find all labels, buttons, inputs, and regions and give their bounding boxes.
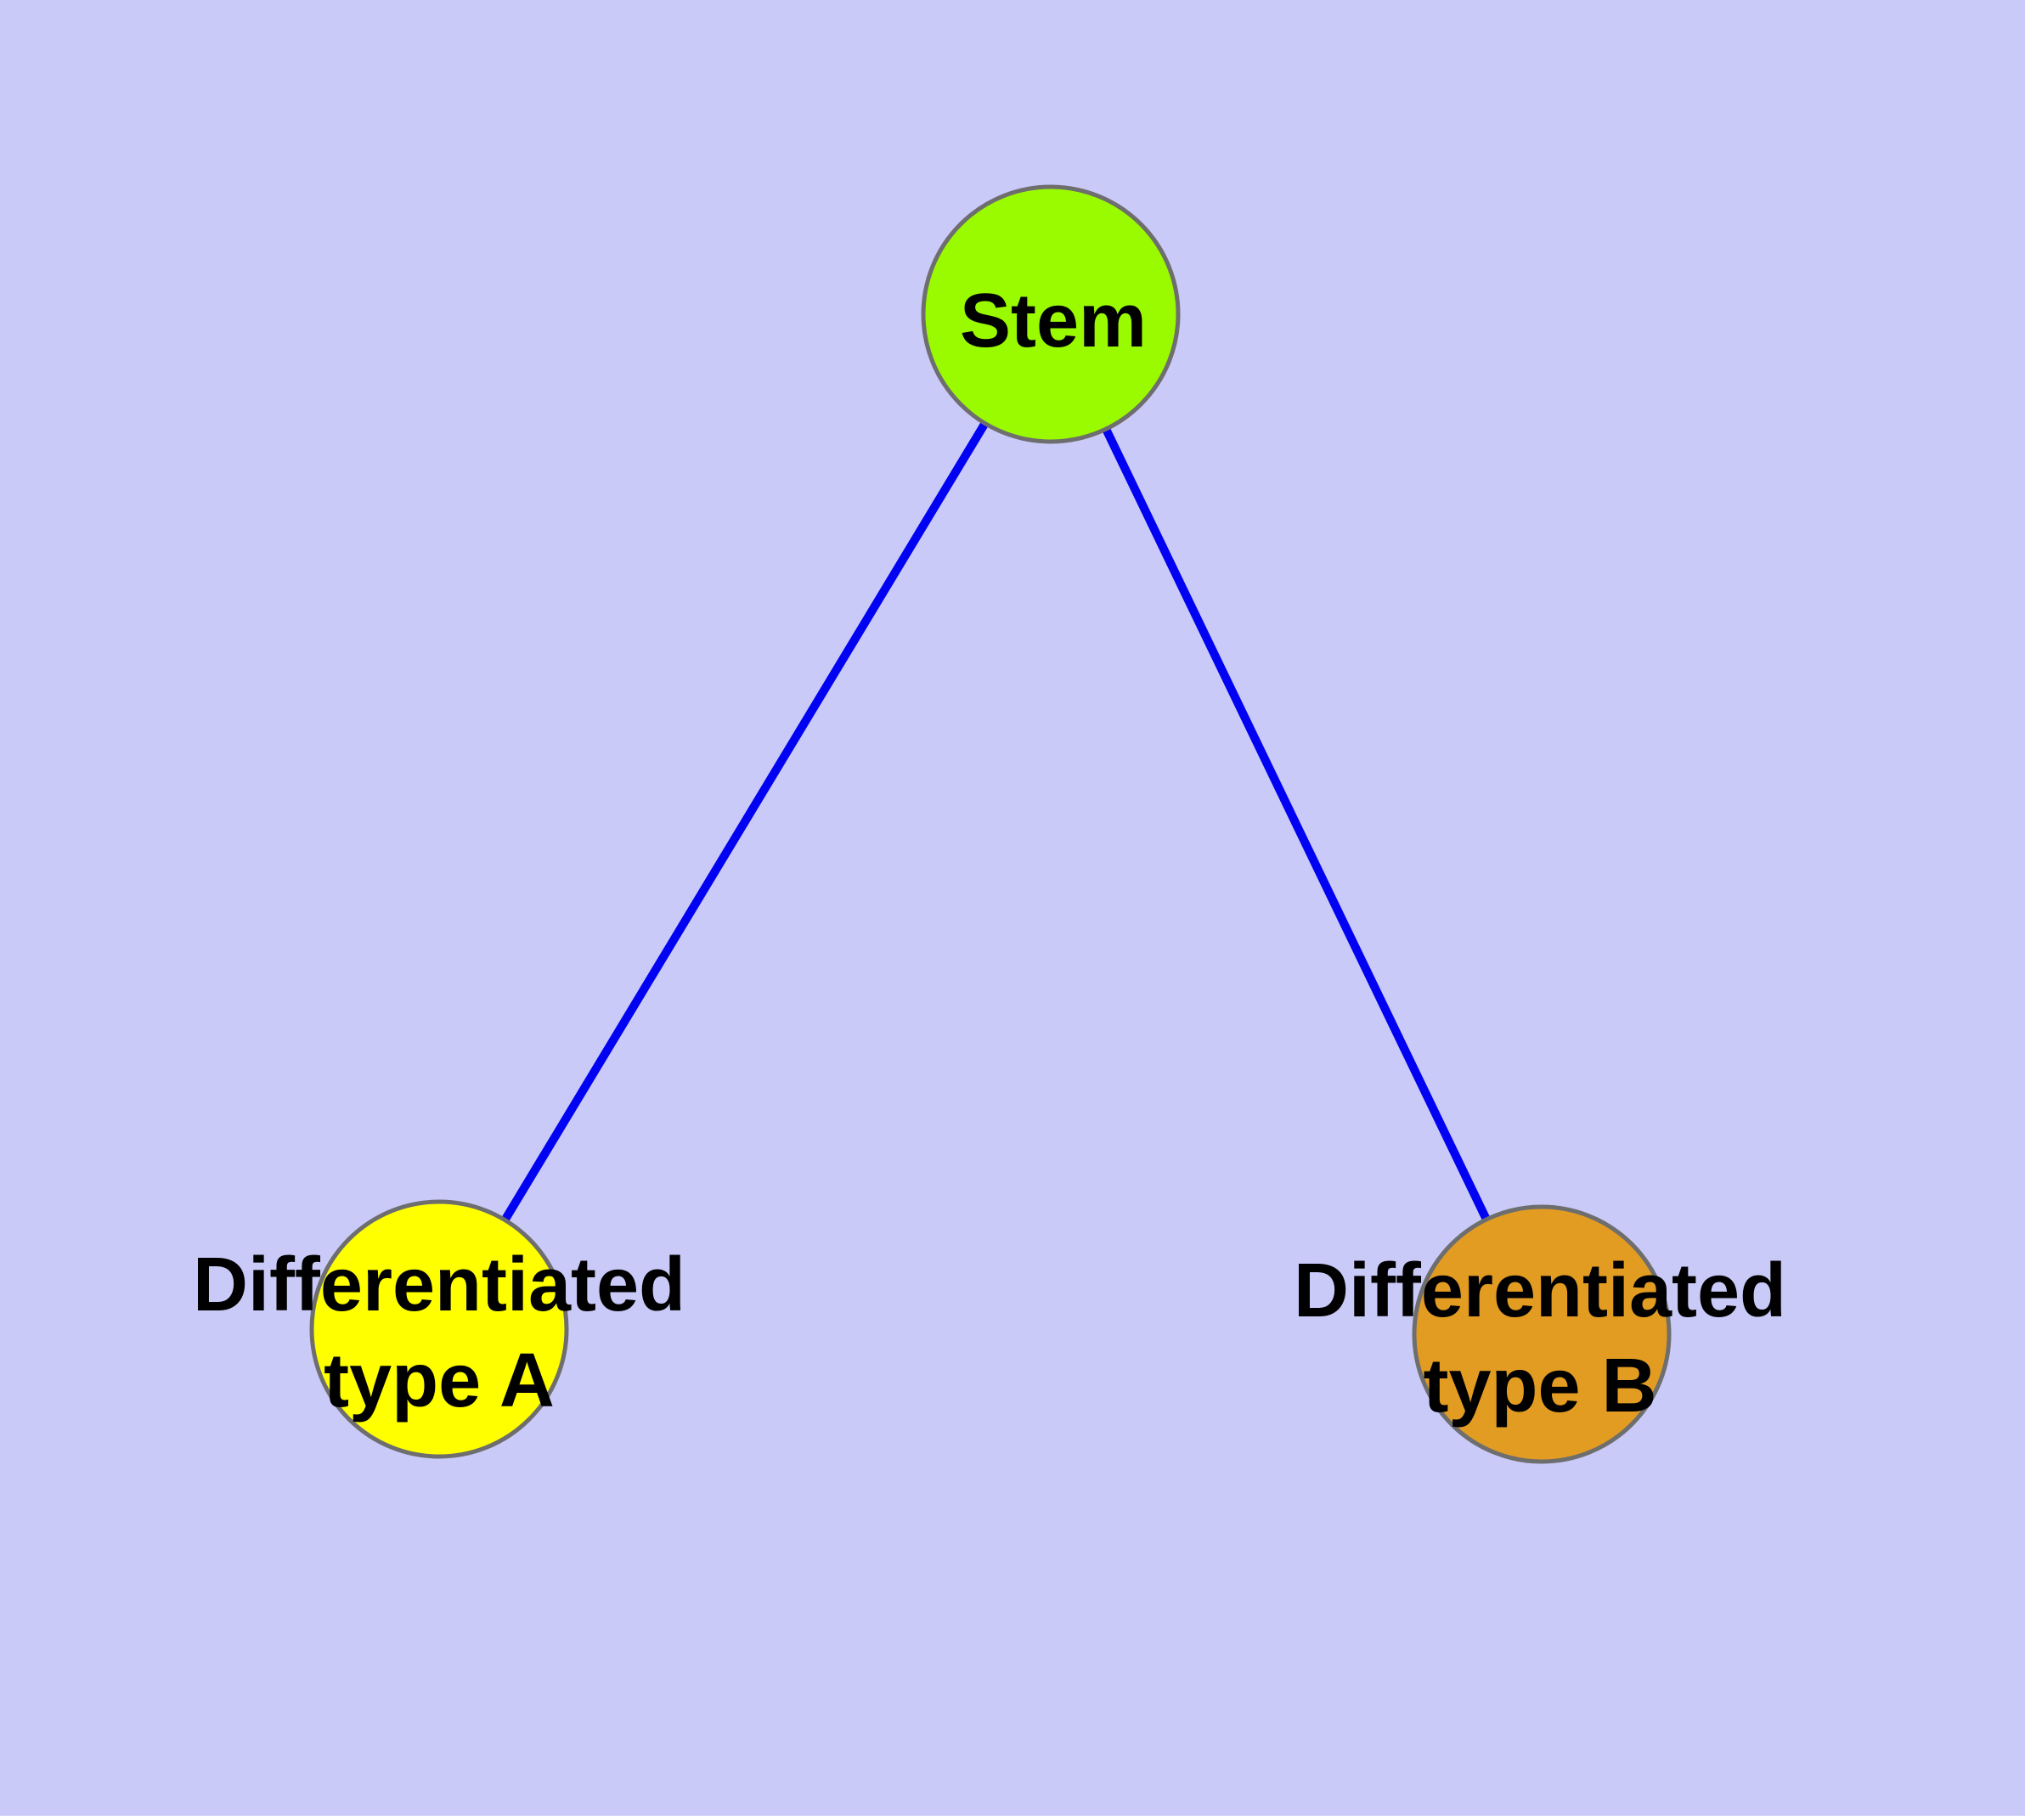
node-differentiated-type-b-circle — [1412, 1204, 1672, 1464]
node-differentiated-type-b-label-line1: Differentiated — [1294, 1248, 1786, 1333]
node-differentiated-type-a-circle — [309, 1199, 569, 1459]
node-differentiated-type-a-label-line2: type A — [324, 1338, 555, 1423]
node-differentiated-type-b-label-line2: type B — [1423, 1344, 1656, 1428]
edge-stem-to-type-b — [1046, 312, 1546, 1337]
node-differentiated-type-a-label-line1: Differentiated — [193, 1242, 685, 1327]
node-stem-label: Stem — [960, 279, 1147, 363]
edge-stem-to-type-a — [435, 312, 1055, 1332]
node-stem-circle — [921, 184, 1181, 444]
